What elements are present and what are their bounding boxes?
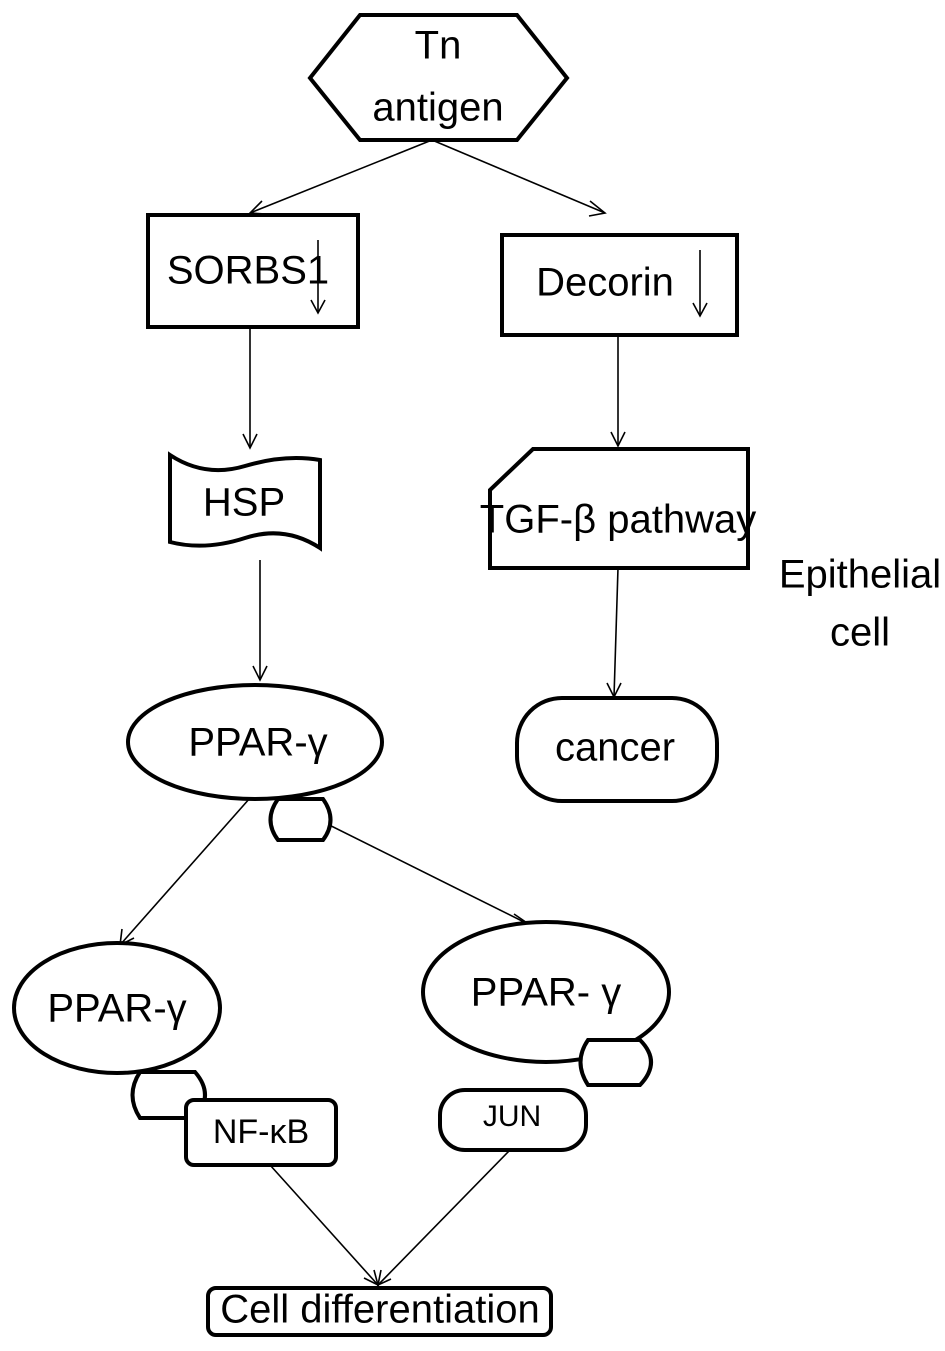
node-decorin: Decorin bbox=[500, 233, 739, 337]
down-arrow-icon bbox=[310, 240, 326, 315]
node-ppar-right: PPAR- γ bbox=[421, 920, 671, 1064]
node-jun: JUN bbox=[438, 1088, 588, 1152]
jun-label: JUN bbox=[483, 1100, 541, 1133]
cell-diff-label: Cell differentiation bbox=[220, 1288, 539, 1332]
tn-antigen-line1: Tn bbox=[415, 24, 462, 68]
down-arrow-icon bbox=[692, 250, 708, 318]
nfkb-label: NF-κB bbox=[213, 1113, 309, 1151]
node-tgf-beta: TGF-β pathway bbox=[480, 447, 756, 570]
ppar-left-label: PPAR-γ bbox=[47, 987, 186, 1031]
connector-tab bbox=[578, 1038, 653, 1087]
tgf-beta-label: TGF-β pathway bbox=[480, 498, 756, 542]
edge-tn-to-decorin bbox=[431, 139, 607, 217]
node-cancer: cancer bbox=[515, 696, 719, 803]
decorin-label: Decorin bbox=[536, 261, 674, 305]
cancer-label: cancer bbox=[555, 726, 675, 770]
node-cell-differentiation: Cell differentiation bbox=[206, 1286, 553, 1337]
hsp-label: HSP bbox=[203, 481, 285, 525]
edge-jun-to-diff bbox=[376, 1149, 511, 1287]
node-sorbs1: SORBS1 bbox=[146, 213, 360, 329]
edge-nfkb-to-diff bbox=[269, 1164, 380, 1287]
edge-tgf-to-cancer bbox=[606, 567, 622, 699]
edge-ppar-to-ppar-left bbox=[119, 797, 251, 947]
node-hsp: HSP bbox=[168, 451, 322, 552]
ppar-right-label: PPAR- γ bbox=[471, 971, 621, 1015]
node-ppar-left: PPAR-γ bbox=[12, 941, 222, 1075]
side-label-line2: cell bbox=[830, 611, 890, 655]
side-label-epithelial-cell: Epithelial cell bbox=[779, 553, 941, 655]
edge-hsp-to-ppar bbox=[252, 560, 268, 682]
tn-antigen-line2: antigen bbox=[372, 86, 503, 130]
edge-sorbs1-to-hsp bbox=[242, 327, 258, 450]
edge-tn-to-sorbs1 bbox=[248, 139, 433, 215]
connector-tab bbox=[268, 797, 333, 842]
edge-decorin-to-tgf bbox=[610, 335, 626, 448]
sorbs1-label: SORBS1 bbox=[167, 249, 329, 293]
side-label-line1: Epithelial bbox=[779, 553, 941, 597]
node-nfkb: NF-κB bbox=[184, 1098, 338, 1167]
ppar-top-label: PPAR-γ bbox=[188, 721, 327, 765]
node-ppar-top: PPAR-γ bbox=[126, 683, 384, 801]
node-tn-antigen: Tn antigen bbox=[307, 13, 570, 142]
